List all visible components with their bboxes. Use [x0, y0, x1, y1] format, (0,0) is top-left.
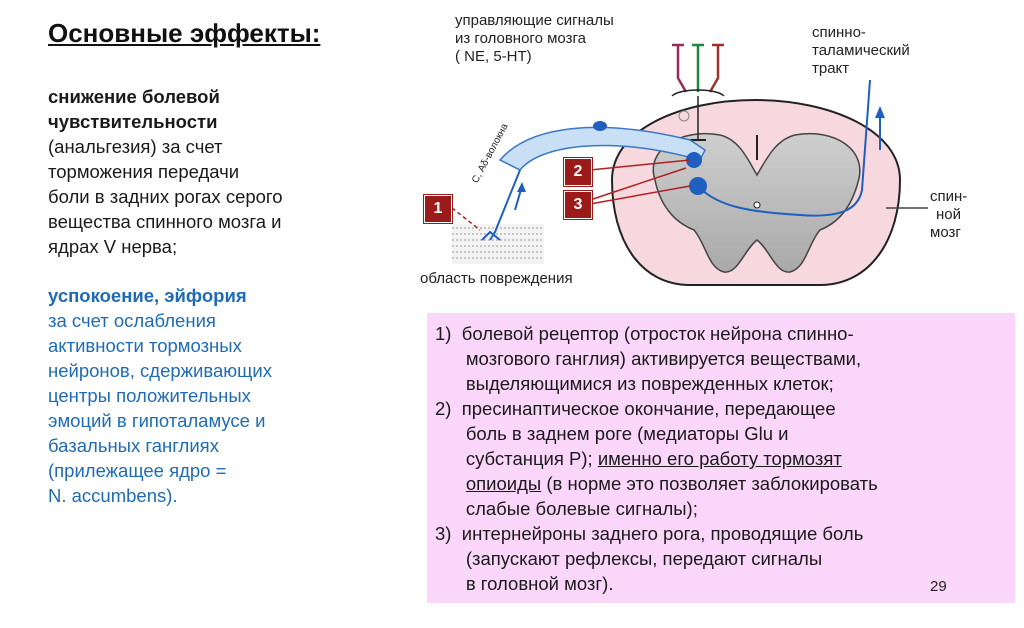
effect1-body-line: (анальгезия) за счет [48, 136, 223, 157]
effect1-body-line: ядрах V нерва; [48, 236, 178, 257]
inhibitory-synapse-icon [678, 110, 690, 122]
slide-title: Основные эффекты: [48, 18, 321, 48]
badge-3: 3 [564, 191, 592, 219]
list-text: (в норме это позволяет заблокировать [541, 473, 878, 494]
effect2-body-line: нейронов, сдерживающих [48, 360, 272, 381]
effect2-body-line: центры положительных [48, 385, 251, 406]
afferent-fibre [481, 121, 706, 241]
label-line: мозг [930, 224, 961, 241]
list-text [435, 473, 466, 494]
effect1-body-line: вещества спинного мозга и [48, 211, 282, 232]
effect2-body-line: базальных ганглиях [48, 435, 219, 456]
label-line: спин- [930, 188, 968, 205]
explanation-box: 1) болевой рецептор (отросток нейрона сп… [427, 313, 1015, 603]
dorsal-horn-neurons [686, 79, 871, 217]
effect2-body-line: (прилежащее ядро = [48, 460, 227, 481]
effect1-title-line: снижение болевой [48, 86, 220, 107]
badge-2: 2 [564, 158, 592, 186]
underlined-text: именно его работу тормозят [597, 448, 842, 469]
effect1-body-line: торможения передачи [48, 161, 240, 182]
label-line: тракт [812, 60, 850, 77]
list-text: субстанция Р); [435, 448, 598, 469]
effect1-title-line: чувствительности [48, 111, 218, 132]
effect2-body-line: эмоций в гипоталамусе и [48, 410, 266, 431]
label-line: таламический [812, 42, 910, 59]
ganglion-neuron-icon [593, 121, 607, 131]
badge-connectors [451, 159, 691, 231]
label-line: ( NE, 5-HT) [455, 48, 532, 65]
list-item-3-line: 3) интернейроны заднего рога, проводящие… [435, 523, 864, 544]
list-item-1-line: 1) болевой рецептор (отросток нейрона сп… [435, 323, 854, 344]
left-column-text: снижение болевой чувствительности (аналь… [48, 84, 368, 508]
list-item-1-line: мозгового ганглия) активируется вещества… [435, 348, 862, 369]
label-line: управляющие сигналы [455, 12, 614, 29]
list-item-2-line: 2) пресинаптическое окончание, передающе… [435, 398, 836, 419]
arrow-up-icon [875, 106, 885, 118]
tract-label: спинно- таламический тракт [812, 24, 910, 78]
control-signals-label: управляющие сигналы из головного мозга (… [455, 12, 614, 66]
list-item-2-line: слабые болевые сигналы); [435, 498, 698, 519]
effect2-body-line: активности тормозных [48, 335, 242, 356]
label-line: спинно- [812, 24, 866, 41]
explanation-list: 1) болевой рецептор (отросток нейрона сп… [435, 321, 878, 596]
effect2-title: успокоение, эйфория [48, 285, 247, 306]
damage-area-label: область повреждения [420, 270, 573, 287]
spinal-cord-label: спин- ной мозг [930, 188, 967, 242]
list-item-3-line: в головной мозг). [435, 573, 614, 594]
label-line: ной [936, 206, 962, 223]
list-item-3-line: (запускают рефлексы, передают сигналы [435, 548, 823, 569]
list-item-2-line: опиоиды (в норме это позволяет заблокиро… [435, 471, 878, 496]
underlined-text: опиоиды [465, 473, 542, 494]
list-item-2-line: субстанция Р); именно его работу тормозя… [435, 446, 878, 471]
effect1-body-line: боли в задних рогах серого [48, 186, 283, 207]
central-canal [753, 201, 761, 209]
descending-fibres [671, 43, 725, 141]
arrow-up-icon [517, 182, 526, 192]
badge-1: 1 [424, 195, 452, 223]
page-number: 29 [930, 578, 947, 595]
effect2-body-line: N. accumbens). [48, 485, 178, 506]
list-item-1-line: выделяющимися из поврежденных клеток; [435, 373, 834, 394]
label-line: из головного мозга [455, 30, 586, 47]
list-item-2-line: боль в заднем роге (медиаторы Glu и [435, 423, 789, 444]
damage-area-graphic [452, 224, 544, 264]
effect2-body-line: за счет ослабления [48, 310, 216, 331]
